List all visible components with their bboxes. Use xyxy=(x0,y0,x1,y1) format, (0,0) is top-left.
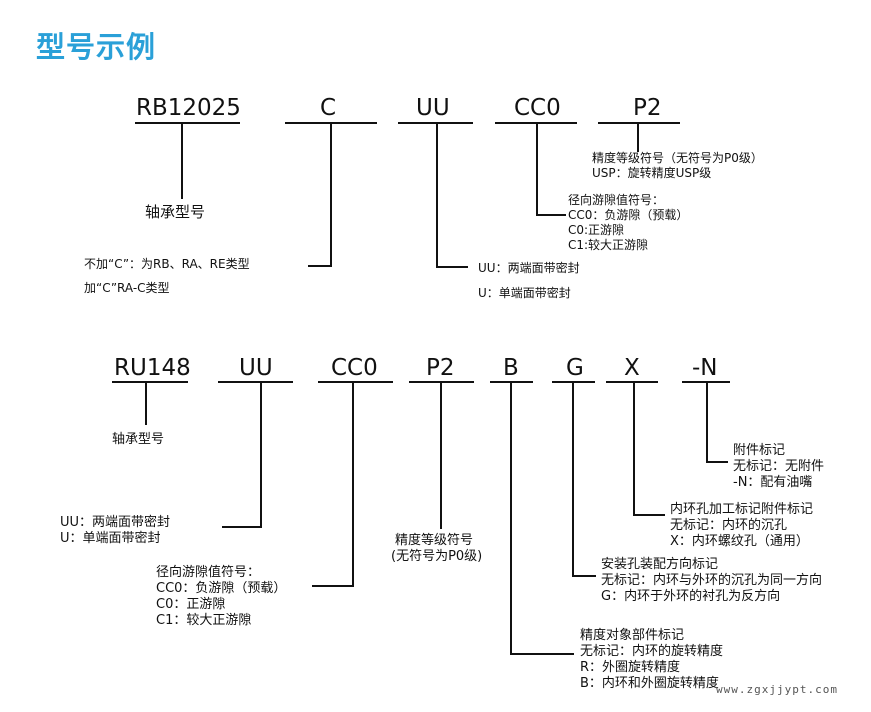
ex1-leader-cc0-h xyxy=(536,214,566,216)
ex1-note-uu-2: U：单端面带密封 xyxy=(478,286,571,300)
ex1-leader-model xyxy=(181,122,183,199)
ex2-note-cc0-1: 径向游隙值符号： xyxy=(156,565,261,580)
ex2-note-cc0-4: C1：较大正游隙 xyxy=(156,613,252,628)
ex2-note-b-4: B：内环和外圈旋转精度 xyxy=(580,676,719,691)
ex2-code-cc0: CC0 xyxy=(331,355,378,381)
ex2-note-g-1: 安装孔装配方向标记 xyxy=(601,557,719,572)
ex1-code-uu: UU xyxy=(416,95,450,121)
ex2-leader-x xyxy=(633,381,635,516)
ex1-code-p2: P2 xyxy=(633,95,662,121)
ex2-note-n-2: 无标记：无附件 xyxy=(733,459,825,474)
ex1-note-cc0-1: 径向游隙值符号： xyxy=(568,193,665,207)
ex2-code-x: X xyxy=(624,355,640,381)
ex2-leader-x-h xyxy=(633,514,665,516)
ex2-leader-uu-h xyxy=(222,526,262,528)
ex1-code-cc0: CC0 xyxy=(514,95,561,121)
ex2-code-model: RU148 xyxy=(114,355,191,381)
ex2-underline-cc0 xyxy=(318,381,393,383)
ex2-leader-b xyxy=(510,381,512,655)
ex2-note-cc0-3: C0：正游隙 xyxy=(156,597,226,612)
ex2-leader-p2 xyxy=(440,381,442,529)
ex1-note-cc0-4: C1:较大正游隙 xyxy=(568,238,649,252)
ex1-note-c-1: 不加“C”：为RB、RA、RE类型 xyxy=(84,257,250,271)
ex2-leader-n xyxy=(706,381,708,463)
ex1-underline-model xyxy=(135,122,240,124)
ex2-leader-g-h xyxy=(572,575,596,577)
ex2-note-g-2: 无标记：内环与外环的沉孔为同一方向 xyxy=(601,573,823,588)
ex2-note-p2-1: 精度等级符号 xyxy=(395,533,474,548)
ex1-leader-p2 xyxy=(637,122,639,152)
ex1-underline-p2 xyxy=(598,122,680,124)
ex2-note-n-1: 附件标记 xyxy=(733,443,786,458)
ex2-leader-model xyxy=(145,381,147,425)
ex2-note-b-2: 无标记：内环的旋转精度 xyxy=(580,644,724,659)
ex2-code-b: B xyxy=(503,355,519,381)
ex1-underline-uu xyxy=(398,122,473,124)
ex2-note-b-3: R：外圈旋转精度 xyxy=(580,660,681,675)
ex1-note-uu-1: UU：两端面带密封 xyxy=(478,261,580,275)
ex1-note-c-2: 加“C”RA-C类型 xyxy=(84,281,170,295)
ex2-code-p2: P2 xyxy=(426,355,455,381)
ex1-note-cc0-2: CC0：负游隙（预载） xyxy=(568,208,689,222)
ex1-leader-c xyxy=(330,122,332,267)
ex2-note-p2-2: (无符号为P0级) xyxy=(391,549,483,564)
ex2-leader-cc0-h xyxy=(312,585,354,587)
ex2-note-x-1: 内环孔加工标记附件标记 xyxy=(670,502,814,517)
ex2-underline-x xyxy=(606,381,658,383)
ex2-leader-n-h xyxy=(706,461,728,463)
ex2-note-model: 轴承型号 xyxy=(112,432,165,447)
ex2-underline-uu xyxy=(218,381,293,383)
page-title: 型号示例 xyxy=(36,30,157,64)
ex2-leader-g xyxy=(572,381,574,577)
ex1-note-cc0-3: C0:正游隙 xyxy=(568,223,625,237)
ex1-leader-cc0 xyxy=(536,122,538,216)
ex1-code-c: C xyxy=(320,95,337,121)
ex2-note-x-3: X：内环螺纹孔（通用） xyxy=(670,534,809,549)
ex2-leader-cc0 xyxy=(352,381,354,587)
ex1-leader-uu-h xyxy=(436,266,468,268)
ex2-note-g-3: G：内环于外环的衬孔为反方向 xyxy=(601,589,781,604)
ex2-leader-b-h xyxy=(510,653,574,655)
ex2-note-b-1: 精度对象部件标记 xyxy=(580,628,685,643)
ex2-code-g: G xyxy=(566,355,584,381)
ex2-underline-model xyxy=(112,381,188,383)
ex1-leader-uu xyxy=(436,122,438,268)
ex2-note-uu-2: U：单端面带密封 xyxy=(60,531,161,546)
ex2-code-uu: UU xyxy=(239,355,273,381)
ex1-note-model: 轴承型号 xyxy=(145,203,206,221)
ex2-code-n: -N xyxy=(692,355,718,381)
ex1-note-p2-1: 精度等级符号（无符号为P0级） xyxy=(592,151,763,165)
ex2-note-uu-1: UU：两端面带密封 xyxy=(60,515,171,530)
ex1-note-p2-2: USP：旋转精度USP级 xyxy=(592,166,712,180)
ex2-note-n-3: -N：配有油嘴 xyxy=(733,475,813,490)
ex1-code-model: RB12025 xyxy=(136,95,241,121)
ex2-note-x-2: 无标记：内环的沉孔 xyxy=(670,518,788,533)
ex1-leader-c-h xyxy=(308,265,332,267)
watermark-text: www.zgxjjypt.com xyxy=(716,683,838,696)
ex2-note-cc0-2: CC0：负游隙（预载） xyxy=(156,581,287,596)
ex2-leader-uu xyxy=(260,381,262,528)
